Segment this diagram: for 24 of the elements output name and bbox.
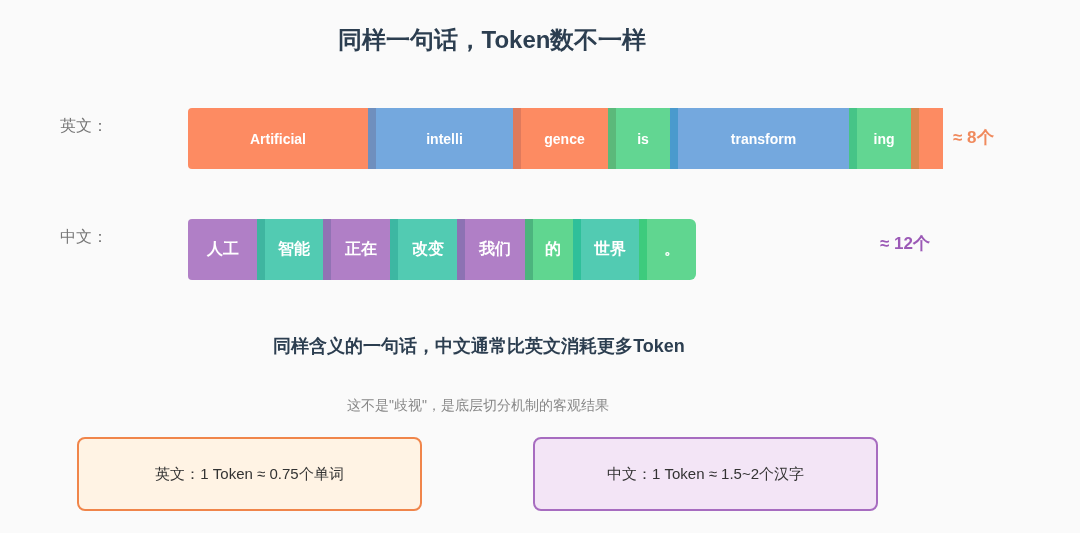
token-block: Artificial	[188, 108, 368, 169]
token-block: intelli	[368, 108, 513, 169]
token-block: 我们	[457, 219, 525, 280]
token-block	[911, 108, 943, 169]
token-block: 智能	[257, 219, 323, 280]
token-block: 。	[639, 219, 696, 280]
token-block: gence	[513, 108, 608, 169]
row-label: 英文：	[60, 116, 108, 136]
info-box: 英文：1 Token ≈ 0.75个单词	[77, 437, 422, 511]
subtitle: 同样含义的一句话，中文通常比英文消耗更多Token	[273, 336, 685, 358]
token-block: 改变	[390, 219, 457, 280]
token-block: transform	[670, 108, 849, 169]
token-block: ing	[849, 108, 911, 169]
token-block: 人工	[188, 219, 257, 280]
token-block: 的	[525, 219, 573, 280]
token-count: ≈ 8个	[953, 127, 994, 149]
token-block: is	[608, 108, 670, 169]
row-label: 中文：	[60, 227, 108, 247]
info-box: 中文：1 Token ≈ 1.5~2个汉字	[533, 437, 878, 511]
token-count: ≈ 12个	[880, 233, 930, 255]
note: 这不是"歧视"，是底层切分机制的客观结果	[347, 396, 609, 414]
title: 同样一句话，Token数不一样	[337, 25, 647, 55]
token-block: 世界	[573, 219, 639, 280]
token-block: 正在	[323, 219, 390, 280]
